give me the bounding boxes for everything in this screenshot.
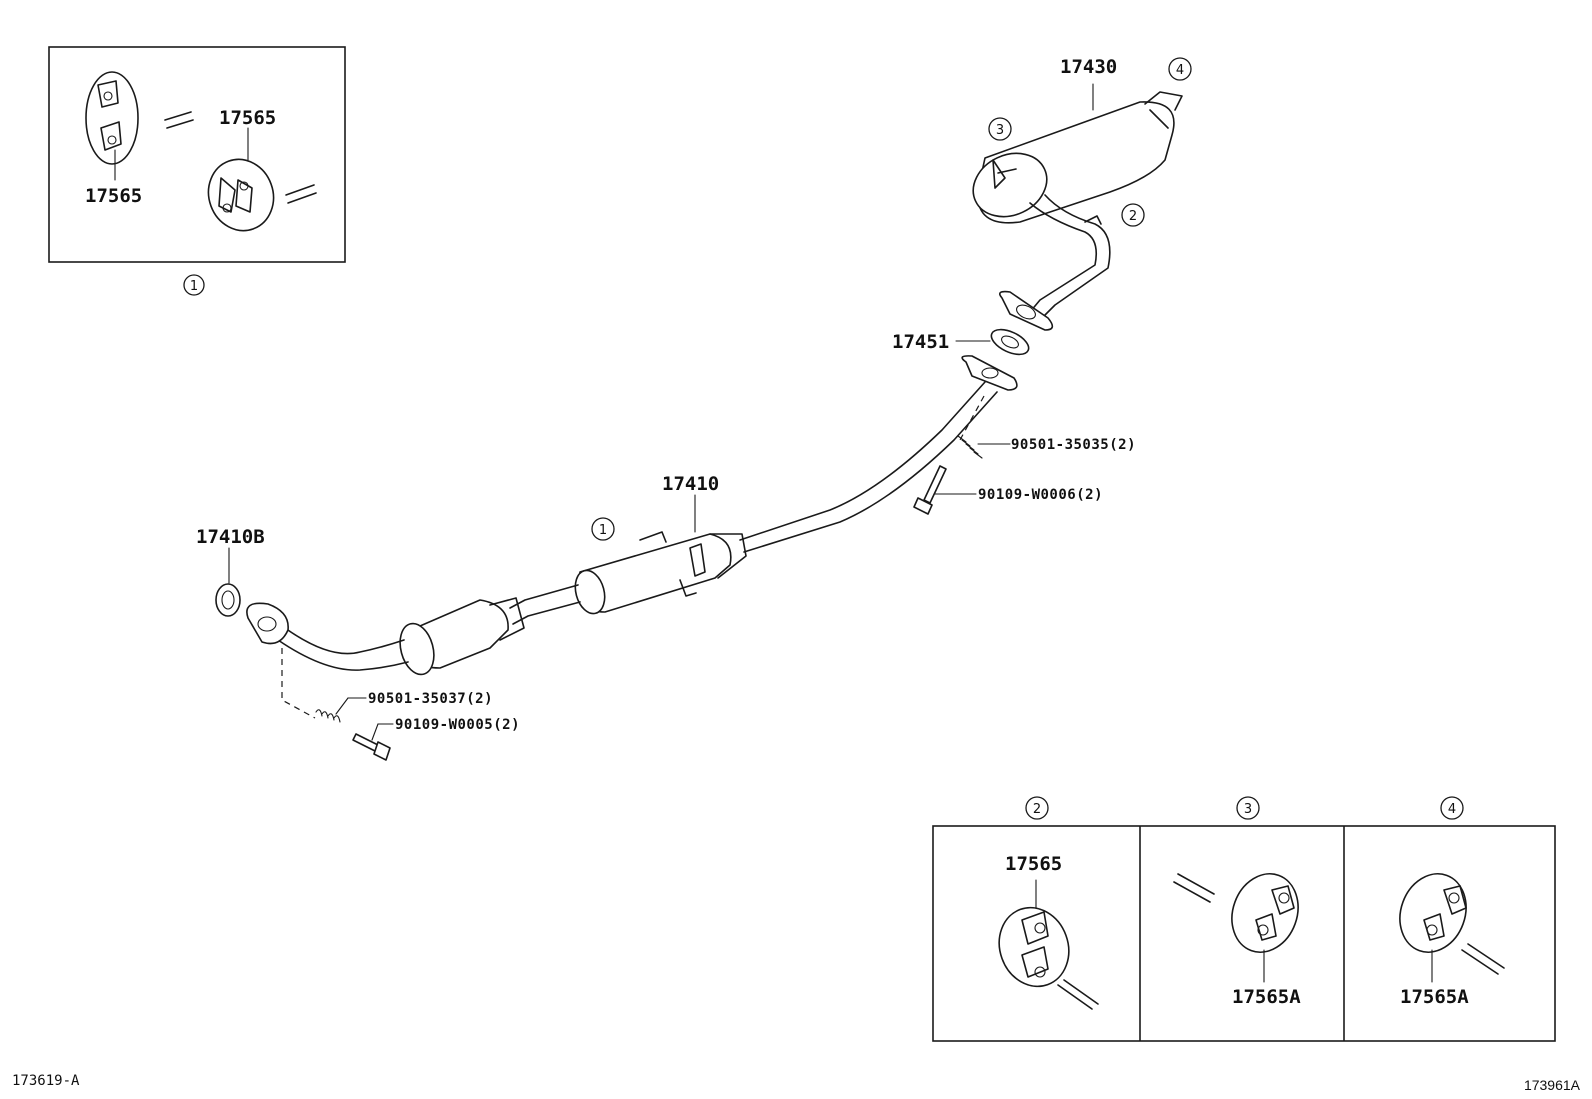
callout-4-muffler: 4: [1168, 57, 1192, 81]
svg-text:2: 2: [1129, 209, 1137, 224]
callout-1-inset: 1: [183, 274, 205, 296]
muffler-assembly: [972, 91, 1183, 331]
gasket-17410B: [215, 583, 241, 617]
rubber-hanger-box4: [1399, 873, 1467, 953]
spring-rear: [957, 435, 983, 459]
part-number-90109-W0006: 90109-W0006(2): [978, 487, 1103, 503]
callout-1-pipe: 1: [591, 517, 615, 541]
part-number-17451: 17451: [892, 331, 949, 353]
svg-text:1: 1: [190, 279, 198, 294]
inset-box-1: 17565 17565: [48, 46, 346, 263]
svg-text:3: 3: [996, 123, 1004, 138]
callout-3-muffler: 3: [988, 117, 1012, 141]
part-number-90501-35037: 90501-35037(2): [368, 691, 493, 707]
rubber-hanger-box2: [998, 906, 1070, 988]
part-number-17410: 17410: [662, 473, 719, 495]
part-number-17565A-box4: 17565A: [1400, 986, 1469, 1008]
callout-2-muffler: 2: [1121, 203, 1145, 227]
svg-text:3: 3: [1244, 802, 1252, 817]
spring-front: [315, 709, 341, 723]
footer-code-right: 173961A: [1524, 1077, 1581, 1093]
rubber-hanger-b: [207, 158, 275, 232]
part-number-17410B: 17410B: [196, 526, 265, 548]
bolt-rear: [913, 465, 947, 515]
callout-3-box: 3: [1236, 796, 1260, 820]
gasket-17451: [990, 328, 1030, 356]
hanger-rod-b: [285, 184, 317, 204]
footer-code-left: 173619-A: [12, 1073, 80, 1089]
svg-text:4: 4: [1176, 63, 1184, 78]
hanger-rod-box2: [1057, 979, 1099, 1010]
bolt-front: [352, 733, 391, 761]
svg-text:1: 1: [599, 523, 607, 538]
hanger-rod-box3: [1173, 873, 1215, 903]
svg-text:2: 2: [1033, 802, 1041, 817]
part-number-17565A-box3: 17565A: [1232, 986, 1301, 1008]
svg-text:4: 4: [1448, 802, 1456, 817]
callout-2-box: 2: [1025, 796, 1049, 820]
front-pipe-assembly: [246, 355, 1018, 676]
part-number-17430: 17430: [1060, 56, 1117, 78]
part-number-17565-left: 17565: [85, 185, 142, 207]
part-number-17565-top: 17565: [219, 107, 276, 129]
part-number-90501-35035: 90501-35035(2): [1011, 437, 1136, 453]
part-number-17565-box2: 17565: [1005, 853, 1062, 875]
inset-boxes-bottom: [932, 825, 1556, 1042]
hanger-rod-box4: [1461, 943, 1505, 975]
rubber-hanger-box3: [1231, 873, 1299, 953]
hanger-rod-a: [164, 111, 194, 129]
callout-4-box: 4: [1440, 796, 1464, 820]
part-number-90109-W0005: 90109-W0005(2): [395, 717, 520, 733]
rubber-hanger-a: [85, 71, 139, 165]
